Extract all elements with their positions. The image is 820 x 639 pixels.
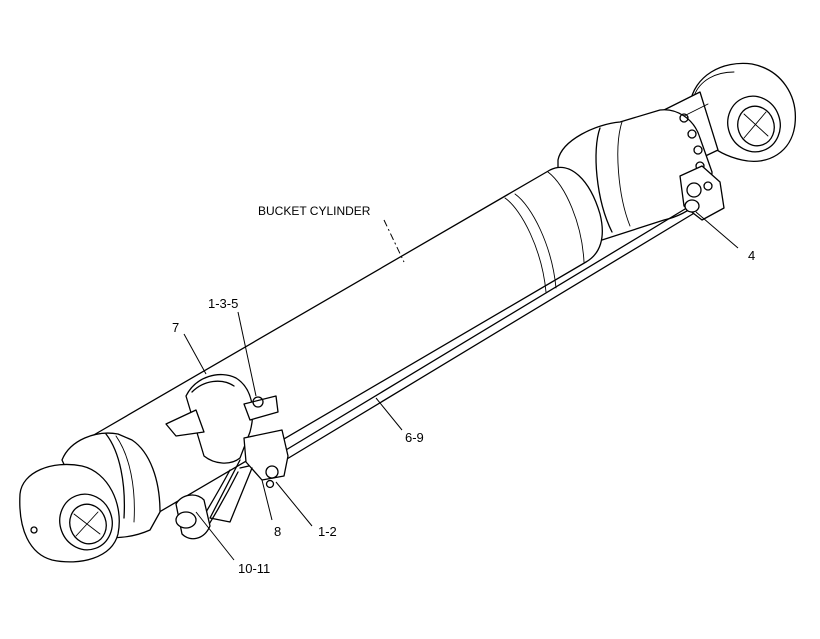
callout-bucket-cylinder: BUCKET CYLINDER <box>258 204 371 218</box>
cylinder-barrel <box>91 166 603 529</box>
callout-4: 4 <box>748 248 755 263</box>
tube-bracket <box>209 429 289 523</box>
clamp-band <box>165 374 279 464</box>
callout-1-3-5: 1-3-5 <box>208 296 238 311</box>
callout-6-9: 6-9 <box>405 430 424 445</box>
rod-end-eye <box>689 62 796 162</box>
tube-fitting-rod-end <box>679 165 725 221</box>
tube-fitting-head-end <box>175 494 211 540</box>
leader-lines <box>183 211 739 561</box>
callout-7: 7 <box>172 320 179 335</box>
callout-8: 8 <box>274 524 281 539</box>
callout-1-2: 1-2 <box>318 524 337 539</box>
callout-10-11: 10-11 <box>238 561 270 576</box>
head-end-eye <box>19 432 161 563</box>
